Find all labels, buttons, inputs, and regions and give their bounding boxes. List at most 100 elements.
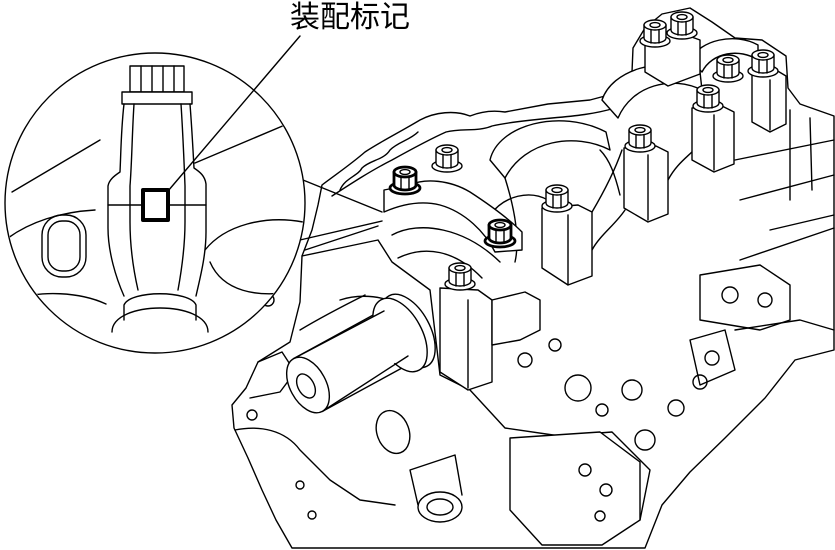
right-edge-line [734,319,835,331]
bottom-boss-hole [599,483,613,497]
counterweight-edge [591,149,623,213]
connecting-rod-cap [383,180,523,253]
bolt-head-top [487,218,513,232]
counterweight-edge [504,177,518,263]
oil-hole [307,510,317,520]
main-bearing-cap-2 [541,204,593,286]
front-cover-outline [301,239,651,521]
oil-hole [564,374,592,402]
bottom-boss-hole [578,463,592,477]
engine-block [231,7,835,549]
front-face-rib [299,294,366,331]
main-cap-bolt [431,144,463,173]
rod-inner-right [177,103,186,291]
tube-end-outer [417,491,463,523]
assembly-mark-square [141,188,170,222]
leader-line [167,35,301,192]
inset-background-line [11,139,101,193]
bolt-center [494,221,506,229]
crank-pin-edge [599,149,621,196]
bottom-boss [509,431,641,546]
main-cap-bolt [444,262,476,291]
crank-pin-edge [397,250,483,279]
right-lower-lug-hole [704,350,720,366]
bottom-boss-hole [594,510,606,522]
bolt-head-top [545,184,569,196]
inset-oval-outer [41,214,87,278]
bolt-center [676,13,688,21]
main-bearing-cap-5 [751,69,787,133]
main-cap-bolt [541,184,573,213]
bolt-head-top [716,54,740,66]
oil-hole [548,338,562,352]
oil-hole [517,352,533,368]
bolt-center [722,56,734,64]
main-cap-bolt [666,11,698,40]
bolt-center [441,146,453,154]
oil-hole [621,379,643,401]
crankshaft-assembly [285,29,787,414]
bolt-head-top [628,124,652,136]
main-cap-bolt [624,124,656,153]
bolt-center [702,86,714,94]
snout-top-edge [292,310,385,360]
magnified-inset [4,52,383,354]
bolt-center [454,264,466,272]
rod-outer-left [107,103,125,297]
bolt-head-top [435,144,459,156]
right-lower-lug [689,329,736,386]
front-face-top-edge [304,225,379,251]
oil-hole [246,409,258,421]
right-rib [734,139,835,161]
bolt-center [399,168,411,176]
right-rib [739,174,835,201]
rod-outer-arch [111,307,209,333]
rod-bolt-top [129,65,185,93]
rod-cap-bolt [388,165,422,196]
inset-background-line [204,219,304,251]
gasket-edge [331,107,616,197]
bolt-head-top [670,11,694,23]
bolt-center [757,51,769,59]
magnifier-line-lower [299,220,383,241]
main-bearing-cap-3 [623,145,669,223]
main-cap-bolt [712,54,744,83]
oil-hole [634,429,656,451]
rod-outer-right [189,103,207,297]
inset-background-line [7,209,96,239]
main-cap-bolt [639,19,671,48]
magnifier-line-upper [302,179,383,213]
rod-inner-left [129,103,139,291]
journal-curve [591,209,626,251]
main-cap-bolt [692,84,724,113]
bolt-head-top [751,49,775,61]
main-cap-bolt [747,49,779,78]
bolt-head-top [643,19,667,31]
tube-end-inner [426,498,454,516]
rod-cap-band [121,91,193,105]
callout [167,35,301,192]
gasket-edge-inner [339,131,419,191]
rod-cap-bolt [483,218,517,249]
right-rib [809,117,813,191]
right-rib [739,227,835,261]
oil-hole [692,374,708,390]
crank-snout-end [285,356,331,414]
bolt-center [551,186,563,194]
right-lug-hole [757,292,773,308]
crank-pin-edge [391,227,501,263]
oil-hole [295,480,305,490]
right-rib [769,214,835,231]
inset-oval-inner [47,220,81,272]
main-bearing-cap-1 [439,287,493,391]
assembly-mark-label: 装配标记 [290,0,410,35]
cap-bolts [388,11,779,291]
bolt-head-top [448,262,472,274]
lower-left-flange [234,427,396,506]
main-bearing-cap-1-extension [491,291,541,346]
oil-hole [667,399,685,417]
crank-snout-center [295,373,317,399]
bolt-head-top [392,165,418,179]
snout-bottom-edge [321,355,409,413]
